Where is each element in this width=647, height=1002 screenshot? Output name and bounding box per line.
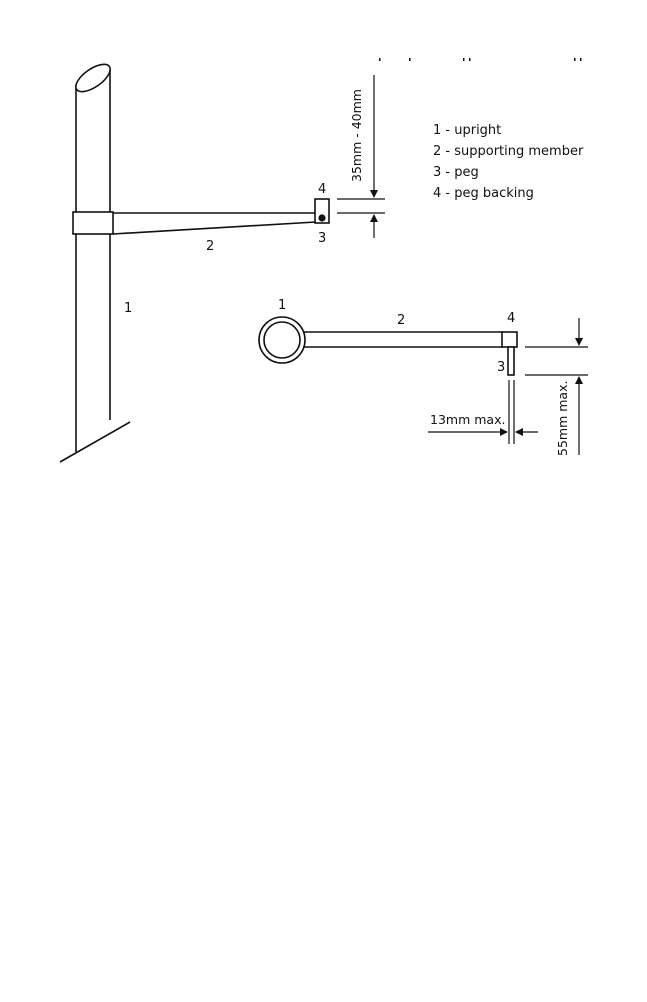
legend-item-upright: 1 - upright bbox=[433, 123, 501, 138]
callout-peg-top: 3 bbox=[497, 360, 505, 375]
legend: 1 - upright 2 - supporting member 3 - pe… bbox=[433, 123, 584, 201]
supporting-member-top bbox=[303, 331, 503, 348]
peg-side bbox=[318, 214, 326, 222]
callout-member-top: 2 bbox=[397, 313, 405, 328]
callout-upright-top: 1 bbox=[278, 298, 286, 313]
top-view: 1 2 4 3 55mm max. 13mm max. bbox=[258, 298, 588, 456]
callout-backing-top: 4 bbox=[507, 311, 515, 326]
height-range-label: 35mm - 40mm bbox=[349, 89, 364, 182]
upright-pipe bbox=[75, 63, 111, 452]
upright-ring-outer bbox=[258, 316, 306, 364]
legend-item-supporting-member: 2 - supporting member bbox=[433, 144, 584, 159]
upright-ring-inner bbox=[263, 321, 301, 359]
peg-diameter-dimension bbox=[428, 380, 538, 444]
side-view: 1 2 3 4 35mm - 40mm bbox=[59, 63, 385, 463]
callout-member-side: 2 bbox=[206, 239, 214, 254]
peg-backing-side bbox=[314, 198, 330, 224]
scan-marks bbox=[379, 58, 582, 61]
peg-diameter-label: 13mm max. bbox=[430, 412, 505, 427]
peg-backing-top bbox=[501, 331, 518, 348]
callout-peg-side: 3 bbox=[318, 231, 326, 246]
legend-item-peg: 3 - peg bbox=[433, 165, 479, 180]
ground-line bbox=[59, 421, 131, 463]
collar-band bbox=[72, 211, 114, 235]
legend-item-peg-backing: 4 - peg backing bbox=[433, 186, 534, 201]
callout-upright-side: 1 bbox=[124, 301, 132, 316]
height-dimension bbox=[337, 75, 385, 238]
peg-top bbox=[507, 346, 515, 376]
callout-backing-side: 4 bbox=[318, 182, 326, 197]
supporting-member-side bbox=[112, 212, 317, 235]
peg-length-label: 55mm max. bbox=[555, 381, 570, 456]
peg-length-dimension bbox=[525, 318, 588, 455]
